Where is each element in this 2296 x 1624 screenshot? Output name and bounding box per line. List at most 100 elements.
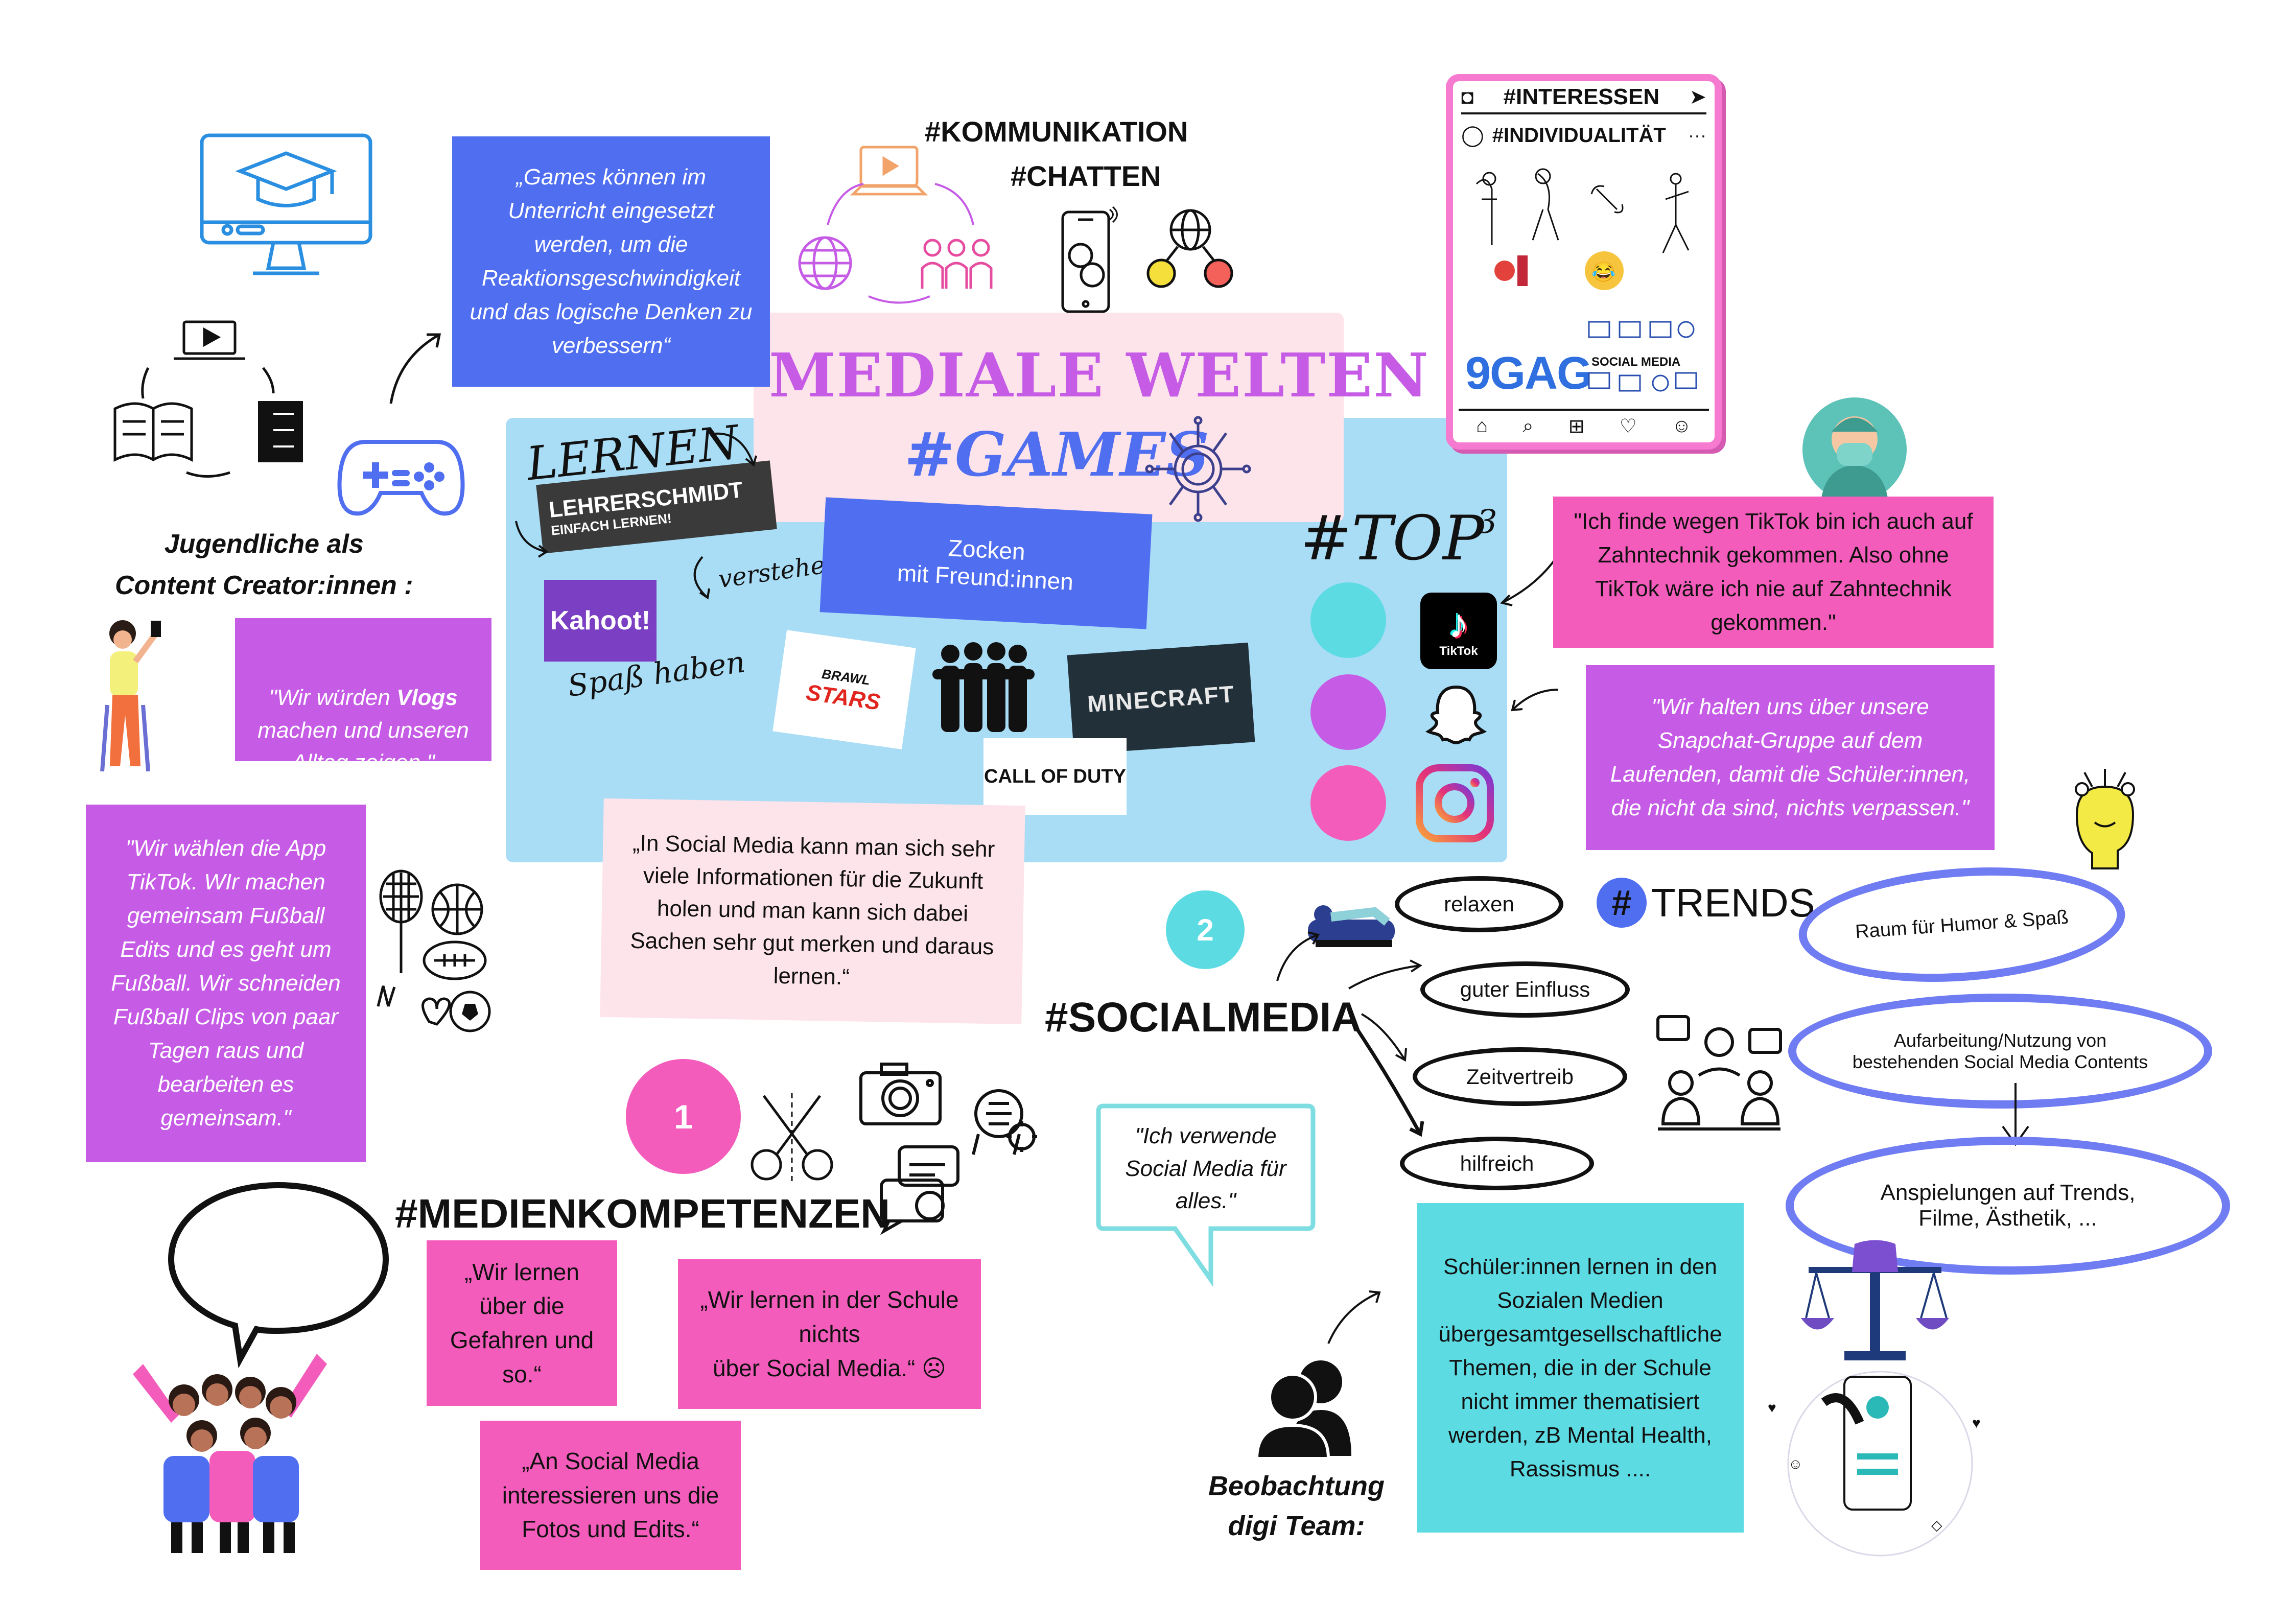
- social-doodle-icons: [1588, 321, 1697, 392]
- zeitvertreib-item: Zeitvertreib: [1413, 1047, 1627, 1106]
- insta-header-row: ◘ #INTERESSEN ➤: [1461, 82, 1706, 114]
- section-1-badge: 1: [626, 1059, 741, 1174]
- svg-text:😂: 😂: [1591, 261, 1615, 283]
- brawl-line2: STARS: [804, 679, 882, 715]
- influencer-icon: ♥♥☺◇: [1768, 1371, 1981, 1557]
- camera-mini-icon: ◘: [1461, 85, 1474, 108]
- meeting-icon: [1656, 1015, 1782, 1131]
- socialmedia-speech: "Ich verwende Social Media für alles.": [1125, 1123, 1286, 1214]
- section-2-number: 2: [1197, 912, 1214, 947]
- scissors-icon: [751, 1093, 833, 1183]
- search-icon[interactable]: ⌕: [1522, 415, 1534, 437]
- globe-icon: [798, 236, 852, 290]
- add-post-icon[interactable]: ⊞: [1568, 415, 1585, 437]
- schule-quote: „Wir lernen in der Schule nichts über So…: [678, 1259, 981, 1409]
- smartphone-chat-icon: [1061, 206, 1118, 313]
- socialmedia-arrows: [1276, 931, 1424, 1137]
- more-icon[interactable]: ···: [1688, 125, 1706, 146]
- section-2-badge: 2: [1166, 890, 1245, 969]
- nurse-avatar-icon: [1802, 397, 1907, 502]
- quote-arrow: [389, 333, 441, 404]
- home-icon[interactable]: ⌂: [1476, 415, 1488, 437]
- gefahren-quote: „Wir lernen über die Gefahren und so.“: [427, 1240, 617, 1406]
- people-icon: [1255, 1360, 1351, 1460]
- tiktok-icon[interactable]: ♪ TikTok: [1420, 593, 1497, 669]
- insta-nav-bar: ⌂ ⌕ ⊞ ♡ ☺: [1459, 409, 1709, 441]
- social-info-quote: „In Social Media kann man sich sehr viel…: [600, 798, 1025, 1025]
- gamepad-icon: [337, 440, 465, 516]
- instagram-icon[interactable]: [1415, 764, 1494, 843]
- zahntechnik-quote: "Ich finde wegen TikTok bin ich auch auf…: [1553, 497, 1994, 648]
- trends-heading: TRENDS: [1651, 880, 1815, 925]
- trends-hash: #: [1611, 883, 1632, 923]
- justice-scale-icon: [1801, 1240, 1949, 1360]
- callofduty-label: CALL OF DUTY: [984, 765, 1126, 787]
- games-quote: „Games können im Unterricht eingesetzt w…: [452, 136, 770, 387]
- page-title: MEDIALE WELTEN: [769, 340, 1430, 411]
- fotos-quote: „An Social Media interessieren uns die F…: [480, 1421, 741, 1570]
- speech-bubble-teal: [1096, 1103, 1316, 1287]
- send-icon[interactable]: ➤: [1689, 86, 1706, 108]
- network-faces-icon: [1146, 209, 1233, 288]
- creators-heading: Jugendliche als Content Creator:innen :: [115, 529, 413, 600]
- section-1-number: 1: [674, 1097, 693, 1136]
- people-group-celebrating: [133, 1354, 327, 1553]
- tiktok-football-quote: "Wir wählen die App TikTok. WIr machen g…: [86, 805, 366, 1162]
- learning-cycle: [113, 320, 303, 478]
- vlogs-quote-pre: "Wir würden: [269, 685, 397, 710]
- woman-vlogger-icon: [100, 620, 161, 772]
- social-media-doodle: SOCIAL MEDIA: [1591, 355, 1681, 369]
- title-card: [754, 313, 1344, 522]
- beobachtung-arrow: [1327, 1290, 1381, 1344]
- laptop-icon: [850, 146, 928, 196]
- profile-icon: ◯: [1461, 124, 1484, 147]
- top-circle-teal: [1310, 582, 1386, 658]
- sports-balls-icon: [377, 869, 491, 1032]
- svg-text:♥: ♥: [1972, 1415, 1981, 1431]
- gear-head-icon: [972, 1089, 1037, 1155]
- monitor-graduation-icon: [200, 133, 372, 275]
- call-of-duty-logo: CALL OF DUTY: [983, 738, 1127, 815]
- vlogs-quote-bold: Vlogs: [396, 685, 458, 710]
- brawl-stars-logo: BRAWL STARS: [772, 630, 916, 749]
- heart-icon[interactable]: ♡: [1619, 415, 1637, 437]
- beobachtung-text: Schüler:innen lernen in den Sozialen Med…: [1417, 1203, 1744, 1533]
- svg-text:♥: ♥: [1768, 1400, 1776, 1416]
- minecraft-label: MINECRAFT: [1086, 680, 1236, 717]
- chatten-hashtag: #CHATTEN: [1011, 160, 1161, 192]
- top3-label: #TOP: [1300, 503, 1484, 574]
- individualitaet-hashtag: #INDIVIDUALITÄT: [1492, 124, 1666, 147]
- speech-bubble-icon: [168, 1182, 389, 1369]
- friends-group-icon: [932, 642, 1035, 732]
- zocken-box: Zocken mit Freund:innen: [819, 497, 1153, 629]
- audience-icon: [921, 239, 993, 289]
- socialmedia-heading: #SOCIALMEDIA: [1045, 994, 1362, 1041]
- beobachtung-heading: Beobachtung digi Team:: [1208, 1471, 1385, 1542]
- insta-collage: 😂: [1475, 168, 1690, 290]
- hilfreich-item: hilfreich: [1400, 1137, 1594, 1190]
- top3-number: 3: [1477, 503, 1497, 541]
- snapchat-quote: "Wir halten uns über unsere Snapchat-Gru…: [1586, 665, 1995, 850]
- ninegag-logo: 9GAG: [1465, 348, 1592, 399]
- camera-icon: [859, 1063, 942, 1125]
- vlogs-quote: "Wir würden Vlogs machen und unseren All…: [235, 618, 491, 775]
- humor-trend: Raum für Humor & Spaß: [1795, 857, 2129, 993]
- chip-icon: [1145, 416, 1251, 522]
- interessen-hashtag: #INTERESSEN: [1503, 84, 1660, 109]
- insta-profile-row: ◯ #INDIVIDUALITÄT ···: [1461, 120, 1706, 151]
- medienkompetenzen-heading: #MEDIENKOMPETENZEN: [395, 1191, 890, 1236]
- top-circle-violet: [1310, 674, 1386, 750]
- tiktok-label: TikTok: [1439, 644, 1478, 658]
- svg-text:☺: ☺: [1788, 1456, 1803, 1472]
- head-idea-icon: [2075, 769, 2135, 869]
- guter-einfluss-item: guter Einfluss: [1420, 961, 1630, 1018]
- vlogs-quote-post: machen und unseren Alltag zeigen.": [257, 717, 469, 775]
- chat-bubbles-icon: [880, 1145, 959, 1235]
- comm-cycle-arrows: [827, 183, 974, 304]
- games-hashtag: #GAMES: [904, 419, 1209, 490]
- learn-arrows: [515, 432, 757, 600]
- snapchat-icon[interactable]: [1420, 679, 1492, 751]
- kommunikation-hashtag: #KOMMUNIKATION: [925, 115, 1188, 148]
- account-icon[interactable]: ☺: [1672, 415, 1692, 437]
- kahoot-logo: Kahoot!: [544, 580, 657, 662]
